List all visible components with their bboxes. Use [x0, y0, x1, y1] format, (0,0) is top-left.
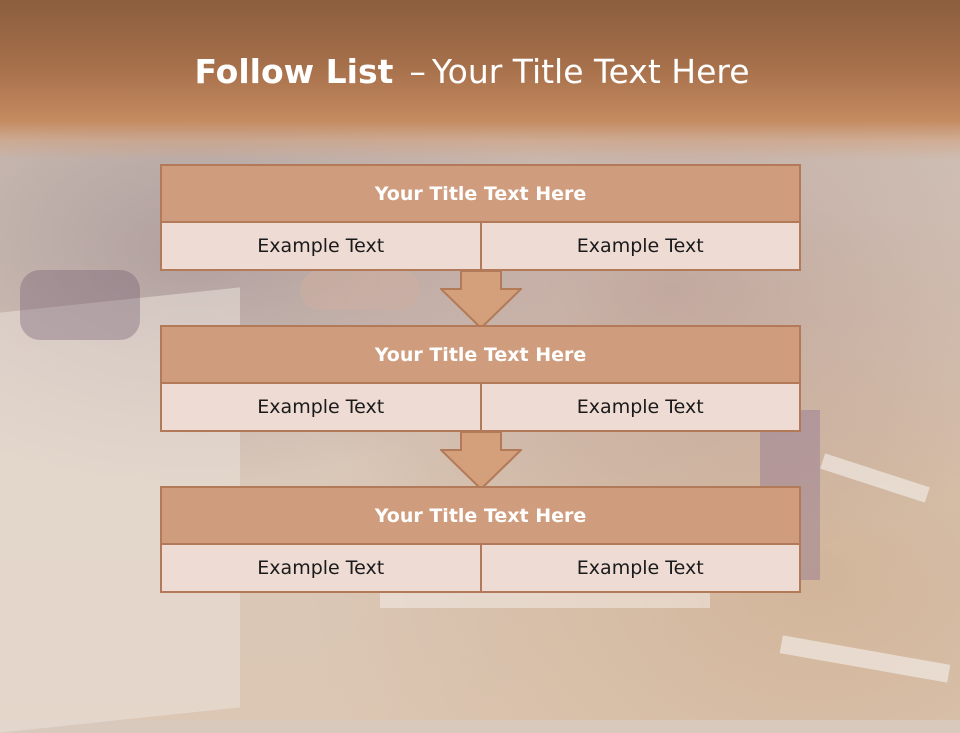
photo-pad-shape: [20, 270, 140, 340]
title-bold: Follow List: [194, 52, 394, 91]
photo-frame-bar: [779, 635, 951, 683]
title-separator: –: [409, 52, 426, 91]
step-box-3: Your Title Text Here Example Text Exampl…: [160, 486, 801, 593]
step-cell-right: Example Text: [479, 223, 800, 269]
step-cell-left: Example Text: [257, 235, 385, 257]
step-cell-left: Example Text: [257, 396, 385, 418]
step-cell-right: Example Text: [479, 545, 800, 591]
step-cell-right: Example Text: [479, 384, 800, 430]
step-title: Your Title Text Here: [162, 327, 799, 384]
header-band: [0, 0, 960, 160]
photo-arm-shape: [300, 270, 420, 310]
down-arrow-icon: [440, 432, 522, 490]
step-row: Example Text Example Text: [162, 545, 799, 591]
step-title: Your Title Text Here: [162, 166, 799, 223]
step-title: Your Title Text Here: [162, 488, 799, 545]
step-cell-left: Example Text: [257, 557, 385, 579]
step-row: Example Text Example Text: [162, 384, 799, 430]
photo-frame-bar: [820, 453, 930, 503]
step-box-1: Your Title Text Here Example Text Exampl…: [160, 164, 801, 271]
step-box-2: Your Title Text Here Example Text Exampl…: [160, 325, 801, 432]
slide-title: Follow List–Your Title Text Here: [0, 52, 944, 91]
down-arrow-icon: [440, 271, 522, 329]
title-rest: Your Title Text Here: [431, 52, 750, 91]
step-row: Example Text Example Text: [162, 223, 799, 269]
